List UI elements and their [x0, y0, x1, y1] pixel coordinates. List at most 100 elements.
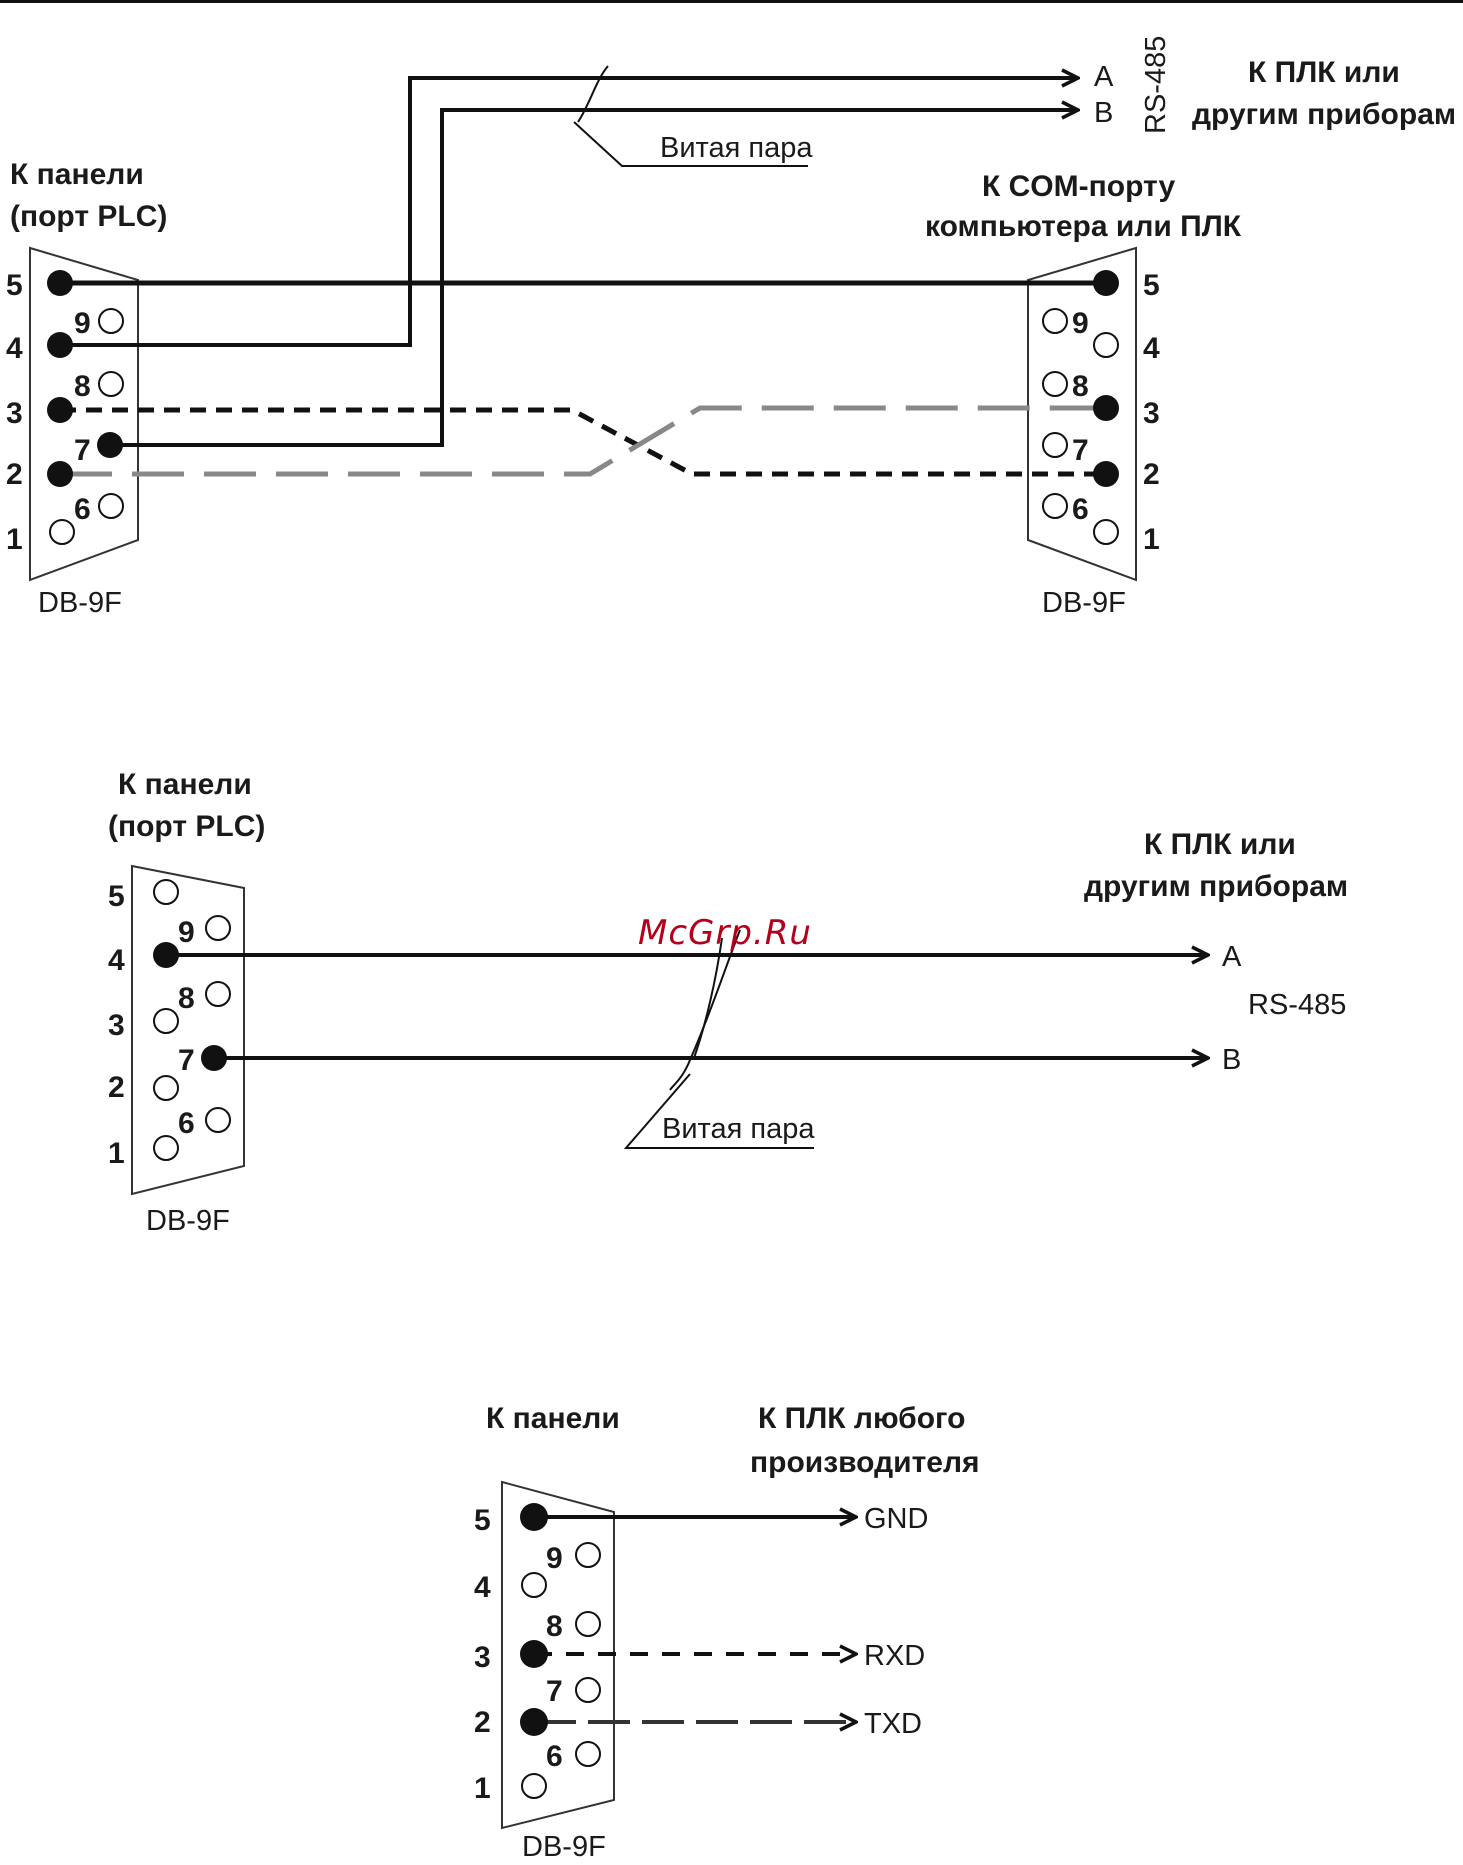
d2-pin1-ring: [153, 1135, 179, 1161]
d1-left-pin-7: 7: [74, 434, 91, 467]
d1-right-pin6-ring: [1042, 493, 1068, 519]
d1-twisted-pair-label: Витая пара: [660, 132, 813, 164]
diagram-3: К панели К ПЛК любого производителя 5 4 …: [474, 1402, 980, 1863]
d3-pin2-dot: [520, 1708, 548, 1736]
d1-left-pin-6: 6: [74, 493, 91, 526]
d2-pin6-ring: [205, 1107, 231, 1133]
d1-line-b-label: B: [1094, 97, 1113, 129]
d1-left-pin-5: 5: [6, 269, 23, 302]
d3-pin-2: 2: [474, 1706, 491, 1739]
d3-rxd-label: RXD: [864, 1640, 925, 1672]
d2-pin-1: 1: [108, 1137, 125, 1170]
d1-left-pin8-ring: [98, 371, 124, 397]
d1-wire-pin4-to-a: [60, 78, 1078, 347]
d1-left-pin9-ring: [98, 308, 124, 334]
d3-pin9-ring: [575, 1542, 601, 1568]
d1-right-pin1-ring: [1093, 519, 1119, 545]
d1-right-pin3-dot: [1093, 395, 1119, 421]
d2-pin4-dot: [153, 942, 179, 968]
d3-pin5-dot: [520, 1503, 548, 1531]
d1-right-pin-4: 4: [1143, 332, 1160, 365]
d1-left-pin1-ring: [49, 519, 75, 545]
d3-pin-8: 8: [546, 1610, 563, 1643]
d2-pin3-ring: [153, 1008, 179, 1034]
d1-line-a-label: A: [1094, 61, 1114, 93]
d2-twisted-pair-mark: [669, 929, 741, 1091]
d3-pin4-ring: [521, 1572, 547, 1598]
d1-right-pin2-dot: [1093, 461, 1119, 487]
d2-pin7-dot: [201, 1045, 227, 1071]
d2-pin8-ring: [205, 981, 231, 1007]
d2-pin9-ring: [205, 915, 231, 941]
d1-right-pin-7: 7: [1072, 434, 1089, 467]
d1-left-connector-label: DB-9F: [38, 587, 122, 619]
d2-right-title-2: другим приборам: [1084, 870, 1348, 903]
d1-left-pin7-dot: [97, 432, 123, 458]
d3-pin-5: 5: [474, 1504, 491, 1537]
diagram-2: К панели (порт PLC) К ПЛК или другим при…: [108, 768, 1348, 1237]
d3-txd-label: TXD: [864, 1708, 922, 1740]
d1-wire-pin7-to-b: [110, 110, 1078, 447]
d1-wire-pin3-to-pin2-dashed: [60, 407, 1106, 477]
d3-pin3-dot: [520, 1640, 548, 1668]
d1-left-title-1: К панели: [10, 158, 144, 191]
d1-right-pin-6: 6: [1072, 493, 1089, 526]
d3-connector-label: DB-9F: [522, 1831, 606, 1863]
d1-twisted-pair-leader: [573, 121, 808, 167]
d2-pin-2: 2: [108, 1071, 125, 1104]
d1-left-pin-2: 2: [6, 458, 23, 491]
d2-pin5-ring: [153, 879, 179, 905]
d3-pin6-ring: [575, 1741, 601, 1767]
d1-left-pin-8: 8: [74, 370, 91, 403]
d1-right-pin5-dot: [1093, 270, 1119, 296]
d2-twisted-pair-leader: [623, 1073, 814, 1149]
d2-left-title-2: (порт PLC): [108, 810, 265, 843]
d3-pin-3: 3: [474, 1641, 491, 1674]
d2-twisted-pair-mark-2: [693, 937, 723, 1059]
d2-pin-7: 7: [178, 1044, 195, 1077]
d2-twisted-pair-label: Витая пара: [662, 1113, 815, 1145]
diagram-1: К панели (порт PLC) К COM-порту компьюте…: [6, 36, 1456, 619]
d1-right-pin-5: 5: [1143, 269, 1160, 302]
d1-left-pin6-ring: [98, 493, 124, 519]
d1-right-connector-label: DB-9F: [1042, 587, 1126, 619]
d1-rs485-label: RS-485: [1140, 36, 1172, 134]
d2-pin-9: 9: [178, 916, 195, 949]
d2-connector-label: DB-9F: [146, 1205, 230, 1237]
d2-pin-3: 3: [108, 1009, 125, 1042]
d1-right-pin-2: 2: [1143, 458, 1160, 491]
d1-right-title-1: К COM-порту: [982, 170, 1175, 203]
d1-left-pin-4: 4: [6, 332, 23, 365]
d1-top-title-2: другим приборам: [1192, 98, 1456, 131]
d1-right-pin-3: 3: [1143, 397, 1160, 430]
d1-left-pin3-dot: [47, 397, 73, 423]
d1-left-pin2-dot: [47, 461, 73, 487]
d2-pin-8: 8: [178, 982, 195, 1015]
d1-right-connector-shell: [1027, 246, 1137, 582]
d1-left-pin4-dot: [47, 332, 73, 358]
d1-left-pin-3: 3: [6, 397, 23, 430]
d2-pin-5: 5: [108, 880, 125, 913]
d3-pin-4: 4: [474, 1571, 491, 1604]
d3-pin-1: 1: [474, 1772, 491, 1805]
d3-pin-7: 7: [546, 1675, 563, 1708]
d1-left-pin-9: 9: [74, 307, 91, 340]
d3-pin1-ring: [521, 1773, 547, 1799]
d3-left-title: К панели: [486, 1402, 620, 1435]
d1-left-pin-1: 1: [6, 523, 23, 556]
d1-right-title-2: компьютера или ПЛК: [925, 210, 1242, 243]
d2-pin2-ring: [153, 1075, 179, 1101]
d2-pin-6: 6: [178, 1107, 195, 1140]
d3-gnd-label: GND: [864, 1503, 928, 1535]
d1-left-title-2: (порт PLC): [10, 200, 167, 233]
d2-left-title-1: К панели: [118, 768, 252, 801]
d2-line-a-label: A: [1222, 941, 1242, 973]
d3-right-title-2: производителя: [750, 1446, 980, 1479]
d1-right-pin-8: 8: [1072, 370, 1089, 403]
d2-pin-4: 4: [108, 944, 125, 977]
watermark: McGrp.Ru: [638, 913, 812, 953]
d1-right-pin-1: 1: [1143, 523, 1160, 556]
d1-right-pin9-ring: [1042, 308, 1068, 334]
d2-rs485-label: RS-485: [1248, 989, 1346, 1021]
d3-connector-shell: [501, 1480, 615, 1830]
